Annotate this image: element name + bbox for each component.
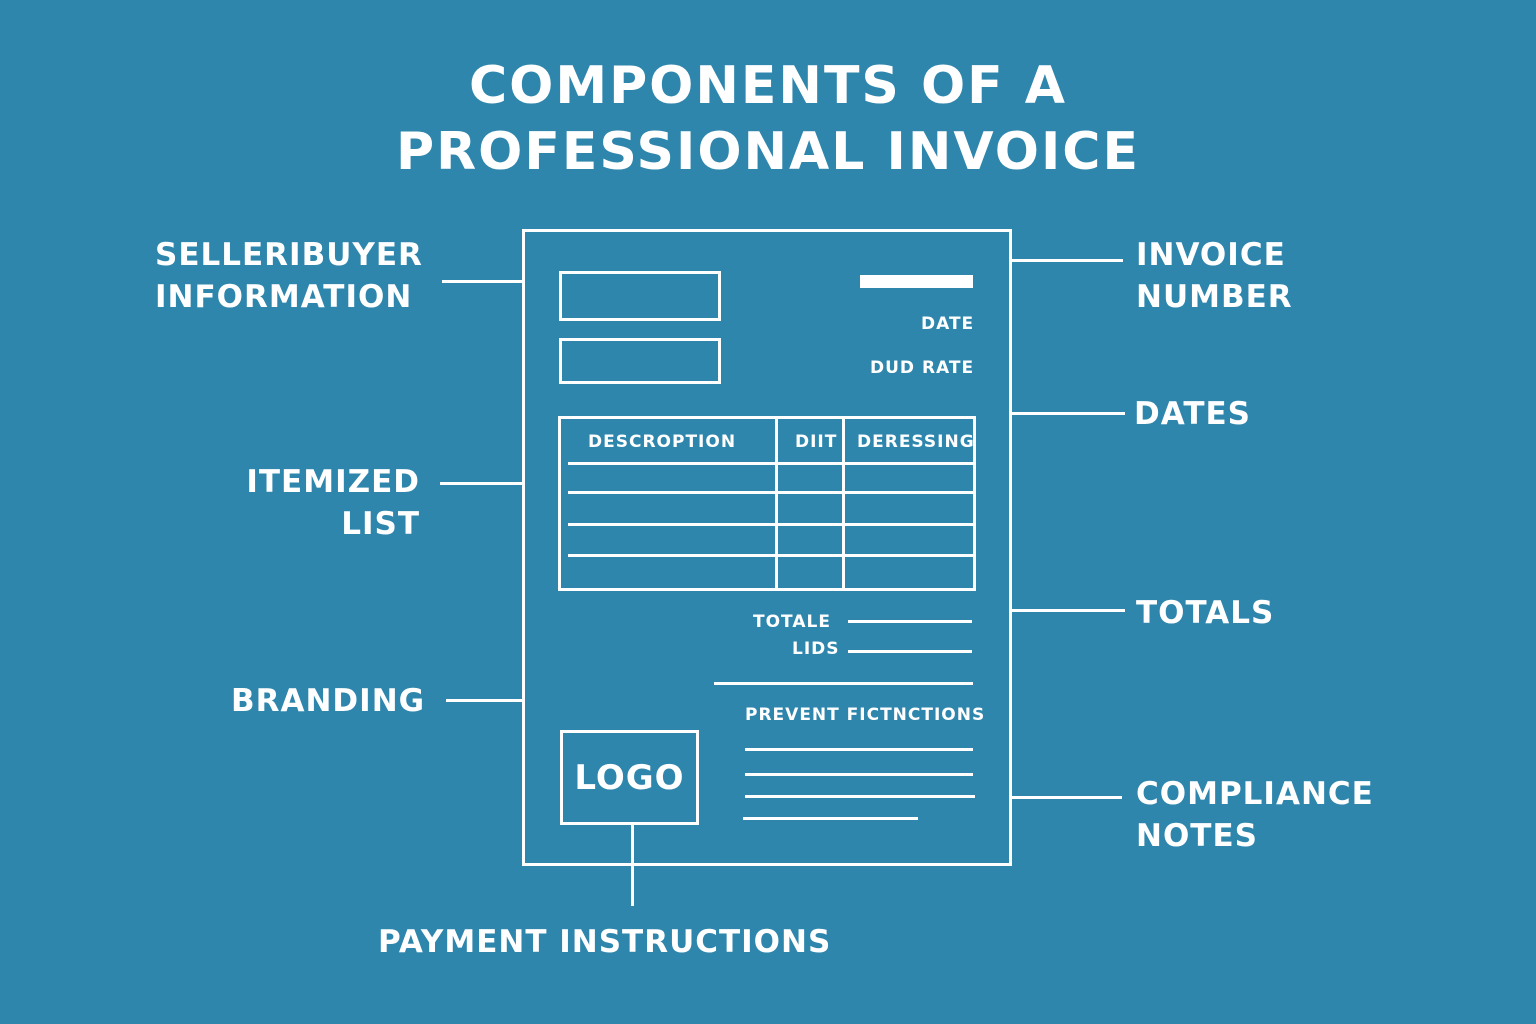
callout-totals-line1: TOTALS (1136, 595, 1275, 631)
callout-dates-line1: DATES (1134, 396, 1251, 432)
table-row-rule (568, 523, 974, 526)
callout-invoice-number: INVOICE NUMBER (1136, 234, 1293, 318)
table-col-divider-2 (842, 416, 845, 591)
callout-branding: BRANDING (231, 680, 425, 722)
connector-branding (446, 699, 524, 702)
invoice-number-bar (860, 275, 973, 288)
payment-line (745, 773, 973, 776)
connector-itemized (440, 482, 524, 485)
title-line-2: PROFESSIONAL INVOICE (396, 122, 1140, 182)
logo-text: LOGO (574, 757, 685, 798)
callout-payment: PAYMENT INSTRUCTIONS (378, 921, 831, 963)
callout-seller-buyer: SELLERIBUYER INFORMATION (155, 234, 423, 318)
callout-dates: DATES (1134, 393, 1251, 435)
payment-heading: PREVENT FICTNCTIONS (745, 705, 986, 725)
totals-line (848, 650, 972, 653)
invoice-document (522, 229, 1012, 866)
callout-branding-line1: BRANDING (231, 683, 426, 719)
table-header-unit: DIIT (795, 432, 838, 452)
itemized-table (558, 416, 976, 591)
callout-itemized-line1: ITEMIZED (246, 464, 420, 500)
totals-divider (714, 682, 973, 685)
totals-label-tax: LIDS (792, 639, 840, 659)
title-line-1: COMPONENTS OF A (468, 56, 1068, 116)
callout-compliance-line2: NOTES (1136, 818, 1258, 854)
connector-invoice-number (1010, 259, 1123, 262)
totals-line (848, 620, 972, 623)
buyer-info-box (559, 338, 721, 384)
callout-compliance-line1: COMPLIANCE (1136, 776, 1374, 812)
table-col-divider-1 (775, 416, 778, 591)
seller-info-box (559, 271, 721, 321)
table-header-rule (568, 462, 974, 465)
callout-compliance: COMPLIANCE NOTES (1136, 773, 1374, 857)
payment-line (743, 817, 918, 820)
table-header-description: DESCROPTION (588, 432, 737, 452)
callout-invoice-number-line1: INVOICE (1136, 237, 1286, 273)
payment-line (745, 795, 975, 798)
date-label: DATE (921, 314, 975, 334)
callout-itemized-line2: LIST (341, 506, 420, 542)
totals-label-total: TOTALE (753, 612, 831, 632)
table-row-rule (568, 491, 974, 494)
due-date-label: DUD RATE (870, 358, 975, 378)
callout-invoice-number-line2: NUMBER (1136, 279, 1293, 315)
logo-box: LOGO (560, 730, 699, 825)
connector-totals (1010, 609, 1125, 612)
callout-seller-buyer-line2: INFORMATION (155, 279, 413, 315)
connector-dates (1010, 412, 1125, 415)
connector-seller-buyer (442, 280, 524, 283)
table-row-rule (568, 554, 974, 557)
callout-seller-buyer-line1: SELLERIBUYER (155, 237, 423, 273)
connector-compliance (1010, 796, 1122, 799)
table-header-pricing: DERESSING (857, 432, 975, 452)
callout-totals: TOTALS (1136, 592, 1274, 634)
payment-line (745, 748, 973, 751)
callout-itemized: ITEMIZED LIST (200, 461, 420, 545)
callout-payment-line1: PAYMENT INSTRUCTIONS (378, 924, 832, 960)
